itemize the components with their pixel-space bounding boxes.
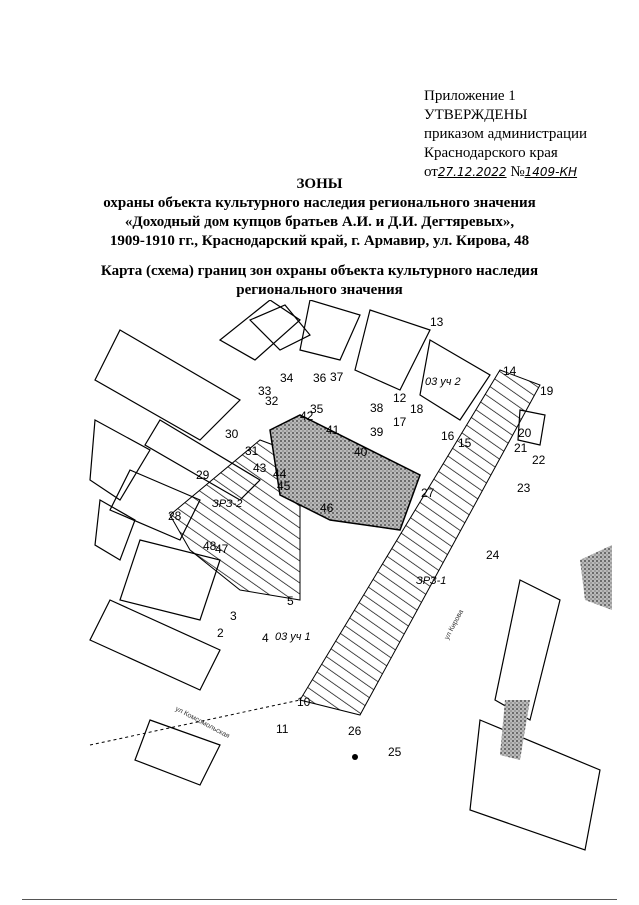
boundary-point-label: 45 <box>277 479 291 493</box>
approval-date-line: от27.12.2022 №1409-КН <box>424 163 587 182</box>
boundary-point-label: 32 <box>265 394 279 408</box>
area-label: 03 уч 1 <box>275 631 311 643</box>
boundary-point-label: 15 <box>458 436 472 450</box>
boundary-point-label: 12 <box>393 391 407 405</box>
boundary-point-label: 43 <box>253 461 267 475</box>
boundary-point-label: 18 <box>410 402 424 416</box>
boundary-point-label: 29 <box>196 468 210 482</box>
boundary-point-label: 2 <box>217 626 224 640</box>
boundary-point-label: 40 <box>354 445 368 459</box>
approval-date: 27.12.2022 <box>437 165 507 179</box>
subtitle-line2: «Доходный дом купцов братьев А.И. и Д.И.… <box>124 214 515 230</box>
zone-label-zrz-1: ЗРЗ-1 <box>416 575 446 587</box>
boundary-point-label: 5 <box>287 594 294 608</box>
heritage-object <box>269 414 421 531</box>
building <box>94 329 241 441</box>
shaded-building <box>580 545 612 610</box>
zone-map: 2345101112131415161718192021222324252627… <box>89 300 612 851</box>
boundary-point-label: 33 <box>258 384 272 398</box>
appendix-label: Приложение 1 <box>424 88 516 104</box>
zone-zrz-2 <box>169 439 301 601</box>
street-label: ул Комсомольская <box>174 706 231 741</box>
building-outlines <box>89 300 601 851</box>
map-title-line1: Карта (схема) границ зон охраны объекта … <box>100 263 539 279</box>
approval-line1: приказом администрации <box>424 126 588 142</box>
area-label: 03 уч 2 <box>425 376 461 388</box>
approval-heading: УТВЕРЖДЕНЫ <box>424 107 528 123</box>
boundary-point-label: 10 <box>297 695 311 709</box>
boundary-point-label: 37 <box>330 370 344 384</box>
boundary-point-label: 3 <box>230 609 237 623</box>
boundary-point-label: 16 <box>441 429 455 443</box>
approval-number: 1409-КН <box>524 165 578 179</box>
shaded-building <box>500 700 530 760</box>
boundary-point-label: 24 <box>486 548 500 562</box>
boundary-point-label: 4 <box>262 631 269 645</box>
zone-label-zrz-2: ЗРЗ-2 <box>212 498 242 510</box>
boundary-point-label: 13 <box>430 315 444 329</box>
boundary-point-label: 46 <box>320 501 334 515</box>
boundary-point-label: 34 <box>280 371 294 385</box>
boundary-point-label: 26 <box>348 724 362 738</box>
boundary-point-label: 11 <box>276 722 289 736</box>
boundary-point-label: 36 <box>313 371 327 385</box>
subtitle-line3: 1909-1910 гг., Краснодарский край, г. Ар… <box>109 233 530 249</box>
zone-zrz-1 <box>299 369 541 716</box>
street-label: ул Кирова <box>444 609 466 641</box>
boundary-point-label: 20 <box>518 426 532 440</box>
document-subtitle: охраны объекта культурного наследия реги… <box>0 194 639 251</box>
boundary-point-label: 41 <box>326 423 340 437</box>
boundary-point-label: 25 <box>388 745 402 759</box>
date-prefix: от <box>424 164 438 180</box>
boundary-point-label: 30 <box>225 427 239 441</box>
boundary-point-label: 47 <box>215 542 229 556</box>
document-title: ЗОНЫ <box>296 176 343 192</box>
bottom-rule <box>22 899 617 900</box>
map-title: Карта (схема) границ зон охраны объекта … <box>0 262 639 300</box>
number-prefix: № <box>510 164 525 180</box>
boundary-point-label: 38 <box>370 401 384 415</box>
subtitle-line1: охраны объекта культурного наследия реги… <box>103 195 536 211</box>
boundary-point-label: 14 <box>503 364 517 378</box>
map-title-line2: регионального значения <box>236 282 403 298</box>
boundary-point-label: 31 <box>245 444 259 458</box>
boundary-point-label: 44 <box>273 467 287 481</box>
boundary-point-label: 39 <box>370 425 384 439</box>
boundary-point-label: 23 <box>517 481 531 495</box>
boundary-point-label: 28 <box>168 509 182 523</box>
boundary-point-label: 17 <box>393 415 407 429</box>
boundary-point-label: 22 <box>532 453 546 467</box>
approval-block: УТВЕРЖДЕНЫ приказом администрации Красно… <box>424 106 587 182</box>
boundary-point-label: 42 <box>300 409 314 423</box>
boundary-point-label: 27 <box>421 486 435 500</box>
boundary-point-label: 35 <box>310 402 324 416</box>
boundary-point-label: 48 <box>203 539 217 553</box>
approval-line2: Краснодарского края <box>424 145 558 161</box>
boundary-point-label: 19 <box>540 384 554 398</box>
boundary-point-label: 21 <box>514 441 528 455</box>
marker-dot <box>352 754 358 760</box>
